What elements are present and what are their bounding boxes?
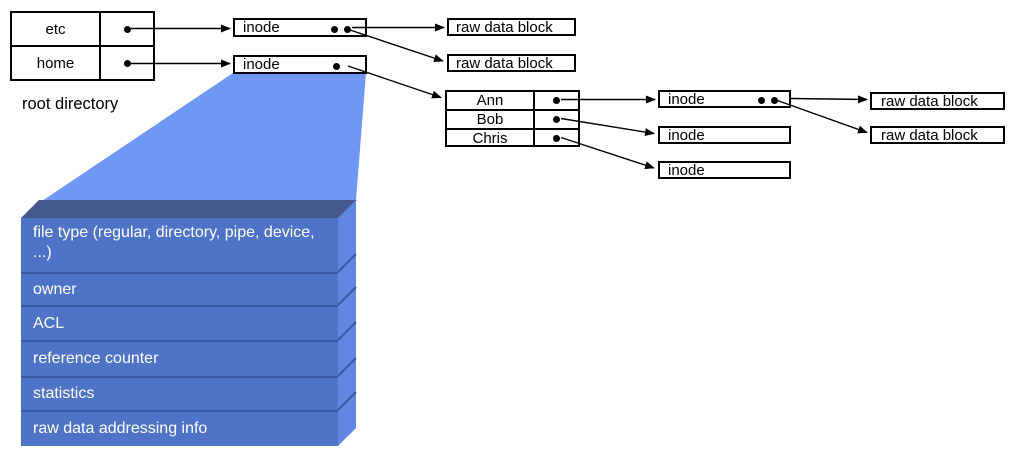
stack-top-face — [21, 200, 357, 218]
inode-label: inode — [668, 126, 705, 144]
pointer-dot — [331, 26, 338, 33]
pointer-dot — [553, 135, 560, 142]
pointer-dot — [333, 63, 340, 70]
inode-field-label: statistics — [33, 385, 95, 402]
inode-box-ann: inode — [658, 90, 791, 108]
inode-label: inode — [243, 56, 280, 73]
inode-label: inode — [668, 161, 705, 179]
entry-pointer-cell — [101, 13, 153, 45]
pointer-dot — [553, 116, 560, 123]
inode-field-file-type: file type (regular, directory, pipe, dev… — [21, 218, 338, 272]
home-directory-row-ann: Ann — [447, 92, 578, 109]
stack-side-divider — [337, 253, 357, 273]
raw-data-block-label: raw data block — [881, 126, 978, 144]
entry-name-cell: etc — [12, 13, 101, 45]
inode-zoom-funnel — [30, 73, 366, 209]
entry-name: etc — [45, 20, 66, 38]
entry-name: Chris — [472, 130, 508, 147]
root-directory-row-etc: etc — [12, 13, 153, 45]
inode-field-raw-data-addressing: raw data addressing info — [21, 410, 338, 446]
pointer-dot — [344, 26, 351, 33]
root-directory-caption: root directory — [22, 95, 119, 113]
inode-box-etc: inode — [233, 18, 367, 37]
inode-field-reference-counter: reference counter — [21, 340, 338, 376]
root-directory-row-home: home — [12, 45, 153, 79]
pointer-dot — [758, 97, 765, 104]
inode-label: inode — [668, 90, 705, 108]
raw-data-block-4: raw data block — [870, 126, 1005, 144]
entry-pointer-cell — [535, 92, 578, 109]
entry-name-cell: Ann — [447, 92, 535, 109]
stack-side-face — [338, 200, 356, 446]
inode-field-label: file type (regular, directory, pipe, dev… — [33, 224, 315, 261]
pointer-dot — [553, 97, 560, 104]
entry-name-cell: home — [12, 47, 101, 79]
inode-field-label: reference counter — [33, 350, 159, 367]
inode-label: inode — [243, 19, 280, 36]
inode-field-owner: owner — [21, 272, 338, 305]
inode-field-label: owner — [33, 280, 77, 298]
raw-data-block-1: raw data block — [447, 18, 576, 36]
home-directory-table: Ann Bob Chris — [445, 90, 580, 147]
entry-pointer-cell — [535, 111, 578, 128]
stack-side-divider — [337, 391, 357, 411]
entry-name: Bob — [476, 111, 504, 128]
raw-data-block-label: raw data block — [456, 54, 553, 72]
inode-field-label: ACL — [33, 314, 65, 332]
inode-field-acl: ACL — [21, 305, 338, 340]
home-directory-row-bob: Bob — [447, 109, 578, 128]
pointer-dot — [123, 59, 131, 67]
root-directory-table: etc home — [10, 11, 155, 81]
raw-data-block-label: raw data block — [881, 92, 978, 110]
stack-side-divider — [337, 321, 357, 341]
inode-box-home: inode — [233, 55, 367, 74]
home-directory-row-chris: Chris — [447, 128, 578, 147]
entry-name: Ann — [476, 92, 504, 109]
inode-field-statistics: statistics — [21, 376, 338, 410]
entry-pointer-cell — [101, 47, 153, 79]
entry-name-cell: Chris — [447, 130, 535, 147]
entry-name-cell: Bob — [447, 111, 535, 128]
entry-name: home — [36, 54, 75, 72]
raw-data-block-3: raw data block — [870, 92, 1005, 110]
stack-side-divider — [337, 286, 357, 306]
inode-field-label: raw data addressing info — [33, 420, 208, 437]
entry-pointer-cell — [535, 130, 578, 147]
raw-data-block-2: raw data block — [447, 54, 576, 72]
raw-data-block-label: raw data block — [456, 18, 553, 36]
pointer-dot — [771, 97, 778, 104]
pointer-dot — [123, 25, 131, 33]
inode-box-chris: inode — [658, 161, 791, 179]
stack-side-divider — [337, 357, 357, 377]
inode-structure-stack: file type (regular, directory, pipe, dev… — [21, 218, 338, 446]
inode-box-bob: inode — [658, 126, 791, 144]
